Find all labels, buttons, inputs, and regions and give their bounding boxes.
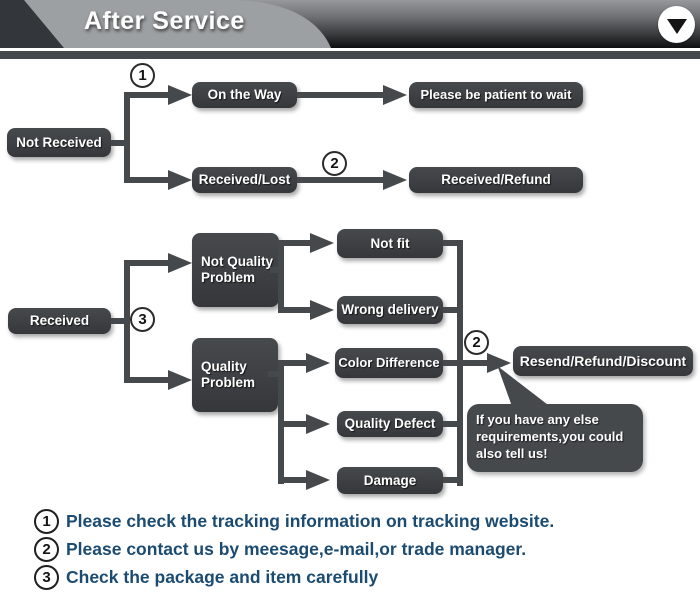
scroll-down-button[interactable] [658,6,695,43]
node-please-be-patient: Please be patient to wait [409,82,583,108]
connector [268,371,282,377]
connector [278,477,308,483]
node-received-refund: Received/Refund [409,167,583,193]
connector [124,377,170,383]
marker-1: 1 [130,63,155,88]
legend-text: Please contact us by meesage,e-mail,or t… [66,539,527,559]
connector [124,260,170,266]
legend-item: 1 Please check the tracking information … [34,509,554,534]
node-wrong-delivery: Wrong delivery [337,296,443,324]
connector [297,177,385,183]
header-banner [0,0,700,48]
legend-number-circle: 3 [34,565,59,590]
connector [278,421,308,427]
node-not-fit: Not fit [337,229,443,258]
arrowhead [168,170,192,190]
arrowhead [306,353,330,373]
speech-bubble-note: If you have any else requirements,you co… [467,404,643,472]
connector [443,360,457,366]
node-received-lost: Received/Lost [192,167,297,193]
marker-2b: 2 [464,330,489,355]
header-divider [0,51,700,59]
node-damage: Damage [337,467,443,494]
node-quality-defect: Quality Defect [337,411,443,437]
legend-item: 2 Please contact us by meesage,e-mail,or… [34,537,526,562]
node-color-difference: Color Difference [335,348,443,378]
connector [463,360,487,366]
connector [278,360,308,366]
arrowhead [310,300,334,320]
connector [278,240,310,246]
node-received: Received [8,308,111,334]
connector [443,307,457,313]
connector [111,140,130,146]
connector [124,92,172,98]
marker-3: 3 [130,307,155,332]
page-title: After Service [84,7,245,35]
legend-number-circle: 2 [34,537,59,562]
connector [443,240,457,246]
legend-text: Check the package and item carefully [66,567,379,587]
header-swoosh-shape [24,0,331,48]
legend-item: 3 Check the package and item carefully [34,565,378,590]
connector [443,421,457,427]
arrowhead [383,170,407,190]
connector [124,92,130,183]
node-resend-refund-discount: Resend/Refund/Discount [513,346,693,376]
node-not-received: Not Received [7,128,111,157]
legend-number-circle: 1 [34,509,59,534]
arrowhead [168,85,192,105]
node-not-quality-problem: Not Quality Problem [192,233,279,307]
connector [278,240,284,313]
marker-2: 2 [322,151,347,176]
down-arrow-icon [666,19,687,34]
header-corner-shape [0,0,67,48]
node-on-the-way: On the Way [192,82,297,108]
legend-text: Please check the tracking information on… [66,511,555,531]
arrowhead [168,253,192,273]
arrowhead [168,370,192,390]
arrowhead [306,470,330,490]
node-quality-problem: Quality Problem [192,338,278,412]
connector [297,92,385,98]
arrowhead [306,414,330,434]
connector [124,177,172,183]
connector [270,267,284,273]
connector [278,307,310,313]
arrowhead [383,85,407,105]
arrowhead [310,233,334,253]
connector [457,240,463,486]
connector [124,260,130,383]
connector [111,318,130,324]
connector [443,477,457,483]
arrowhead [487,353,511,373]
